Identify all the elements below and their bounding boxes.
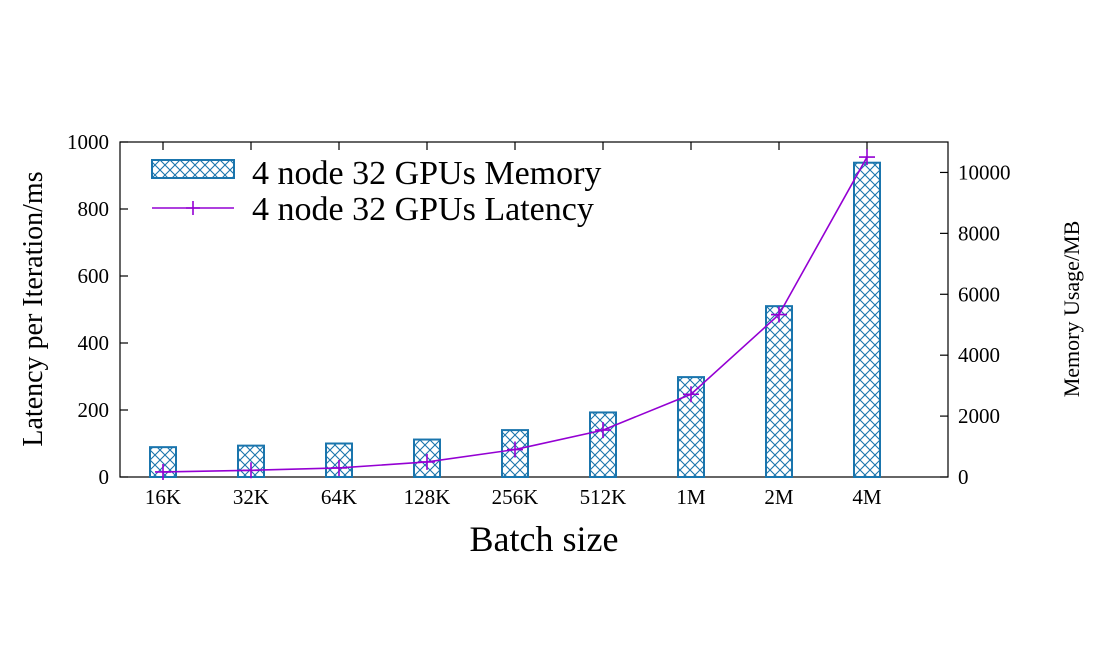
plot-frame — [119, 141, 949, 478]
left-tick-label: 1000 — [67, 130, 109, 154]
x-tick-label: 512K — [580, 485, 627, 509]
legend-item-latency: 4 node 32 GPUs Latency — [152, 191, 594, 228]
latency-point — [771, 306, 787, 323]
legend: 4 node 32 GPUs Memory 4 node 32 GPUs Lat… — [151, 155, 601, 228]
x-tick-label: 16K — [145, 485, 181, 509]
right-tick-label: 0 — [958, 465, 969, 489]
x-tick-label: 2M — [764, 485, 794, 509]
x-tick-label: 64K — [321, 485, 357, 509]
left-tick-label: 0 — [99, 465, 110, 489]
latency-point — [595, 422, 611, 439]
legend-swatch-latency-marker — [186, 201, 200, 215]
right-axis: 0 2000 4000 6000 8000 10000 — [940, 160, 1011, 489]
right-tick-label: 6000 — [958, 282, 1000, 306]
memory-bar — [765, 305, 793, 478]
right-tick-label: 4000 — [958, 343, 1000, 367]
legend-swatch-memory — [151, 159, 235, 179]
x-tick-label: 128K — [404, 485, 451, 509]
latency-point — [683, 386, 699, 403]
memory-bar — [677, 376, 705, 479]
x-axis: 16K 32K 64K 128K 256K 512K 1M 2M 4M — [145, 142, 882, 509]
left-tick-label: 800 — [78, 197, 110, 221]
x-tick-label: 1M — [676, 485, 706, 509]
legend-item-memory: 4 node 32 GPUs Memory — [151, 155, 601, 192]
left-tick-label: 400 — [78, 331, 110, 355]
left-tick-label: 600 — [78, 264, 110, 288]
x-tick-label: 32K — [233, 485, 269, 509]
latency-line — [155, 149, 875, 480]
latency-point — [507, 441, 523, 458]
left-tick-label: 200 — [78, 398, 110, 422]
legend-label-memory: 4 node 32 GPUs Memory — [252, 155, 601, 192]
y2-axis-title: Memory Usage/MB — [1059, 221, 1084, 398]
plot-border — [119, 141, 949, 478]
right-tick-label: 2000 — [958, 404, 1000, 428]
x-tick-label: 256K — [492, 485, 539, 509]
latency-point — [859, 149, 875, 166]
legend-label-latency: 4 node 32 GPUs Latency — [252, 191, 594, 228]
left-axis: 0 200 400 600 800 1000 — [67, 130, 128, 489]
x-tick-label: 4M — [852, 485, 882, 509]
y-axis-title: Latency per Iteration/ms — [18, 171, 49, 446]
memory-bar — [853, 161, 881, 479]
latency-point — [419, 453, 435, 470]
latency-point — [331, 459, 347, 476]
latency-point — [243, 462, 259, 479]
right-tick-label: 10000 — [958, 160, 1011, 184]
right-tick-label: 8000 — [958, 221, 1000, 245]
latency-point — [155, 463, 171, 480]
x-axis-title: Batch size — [470, 519, 619, 559]
